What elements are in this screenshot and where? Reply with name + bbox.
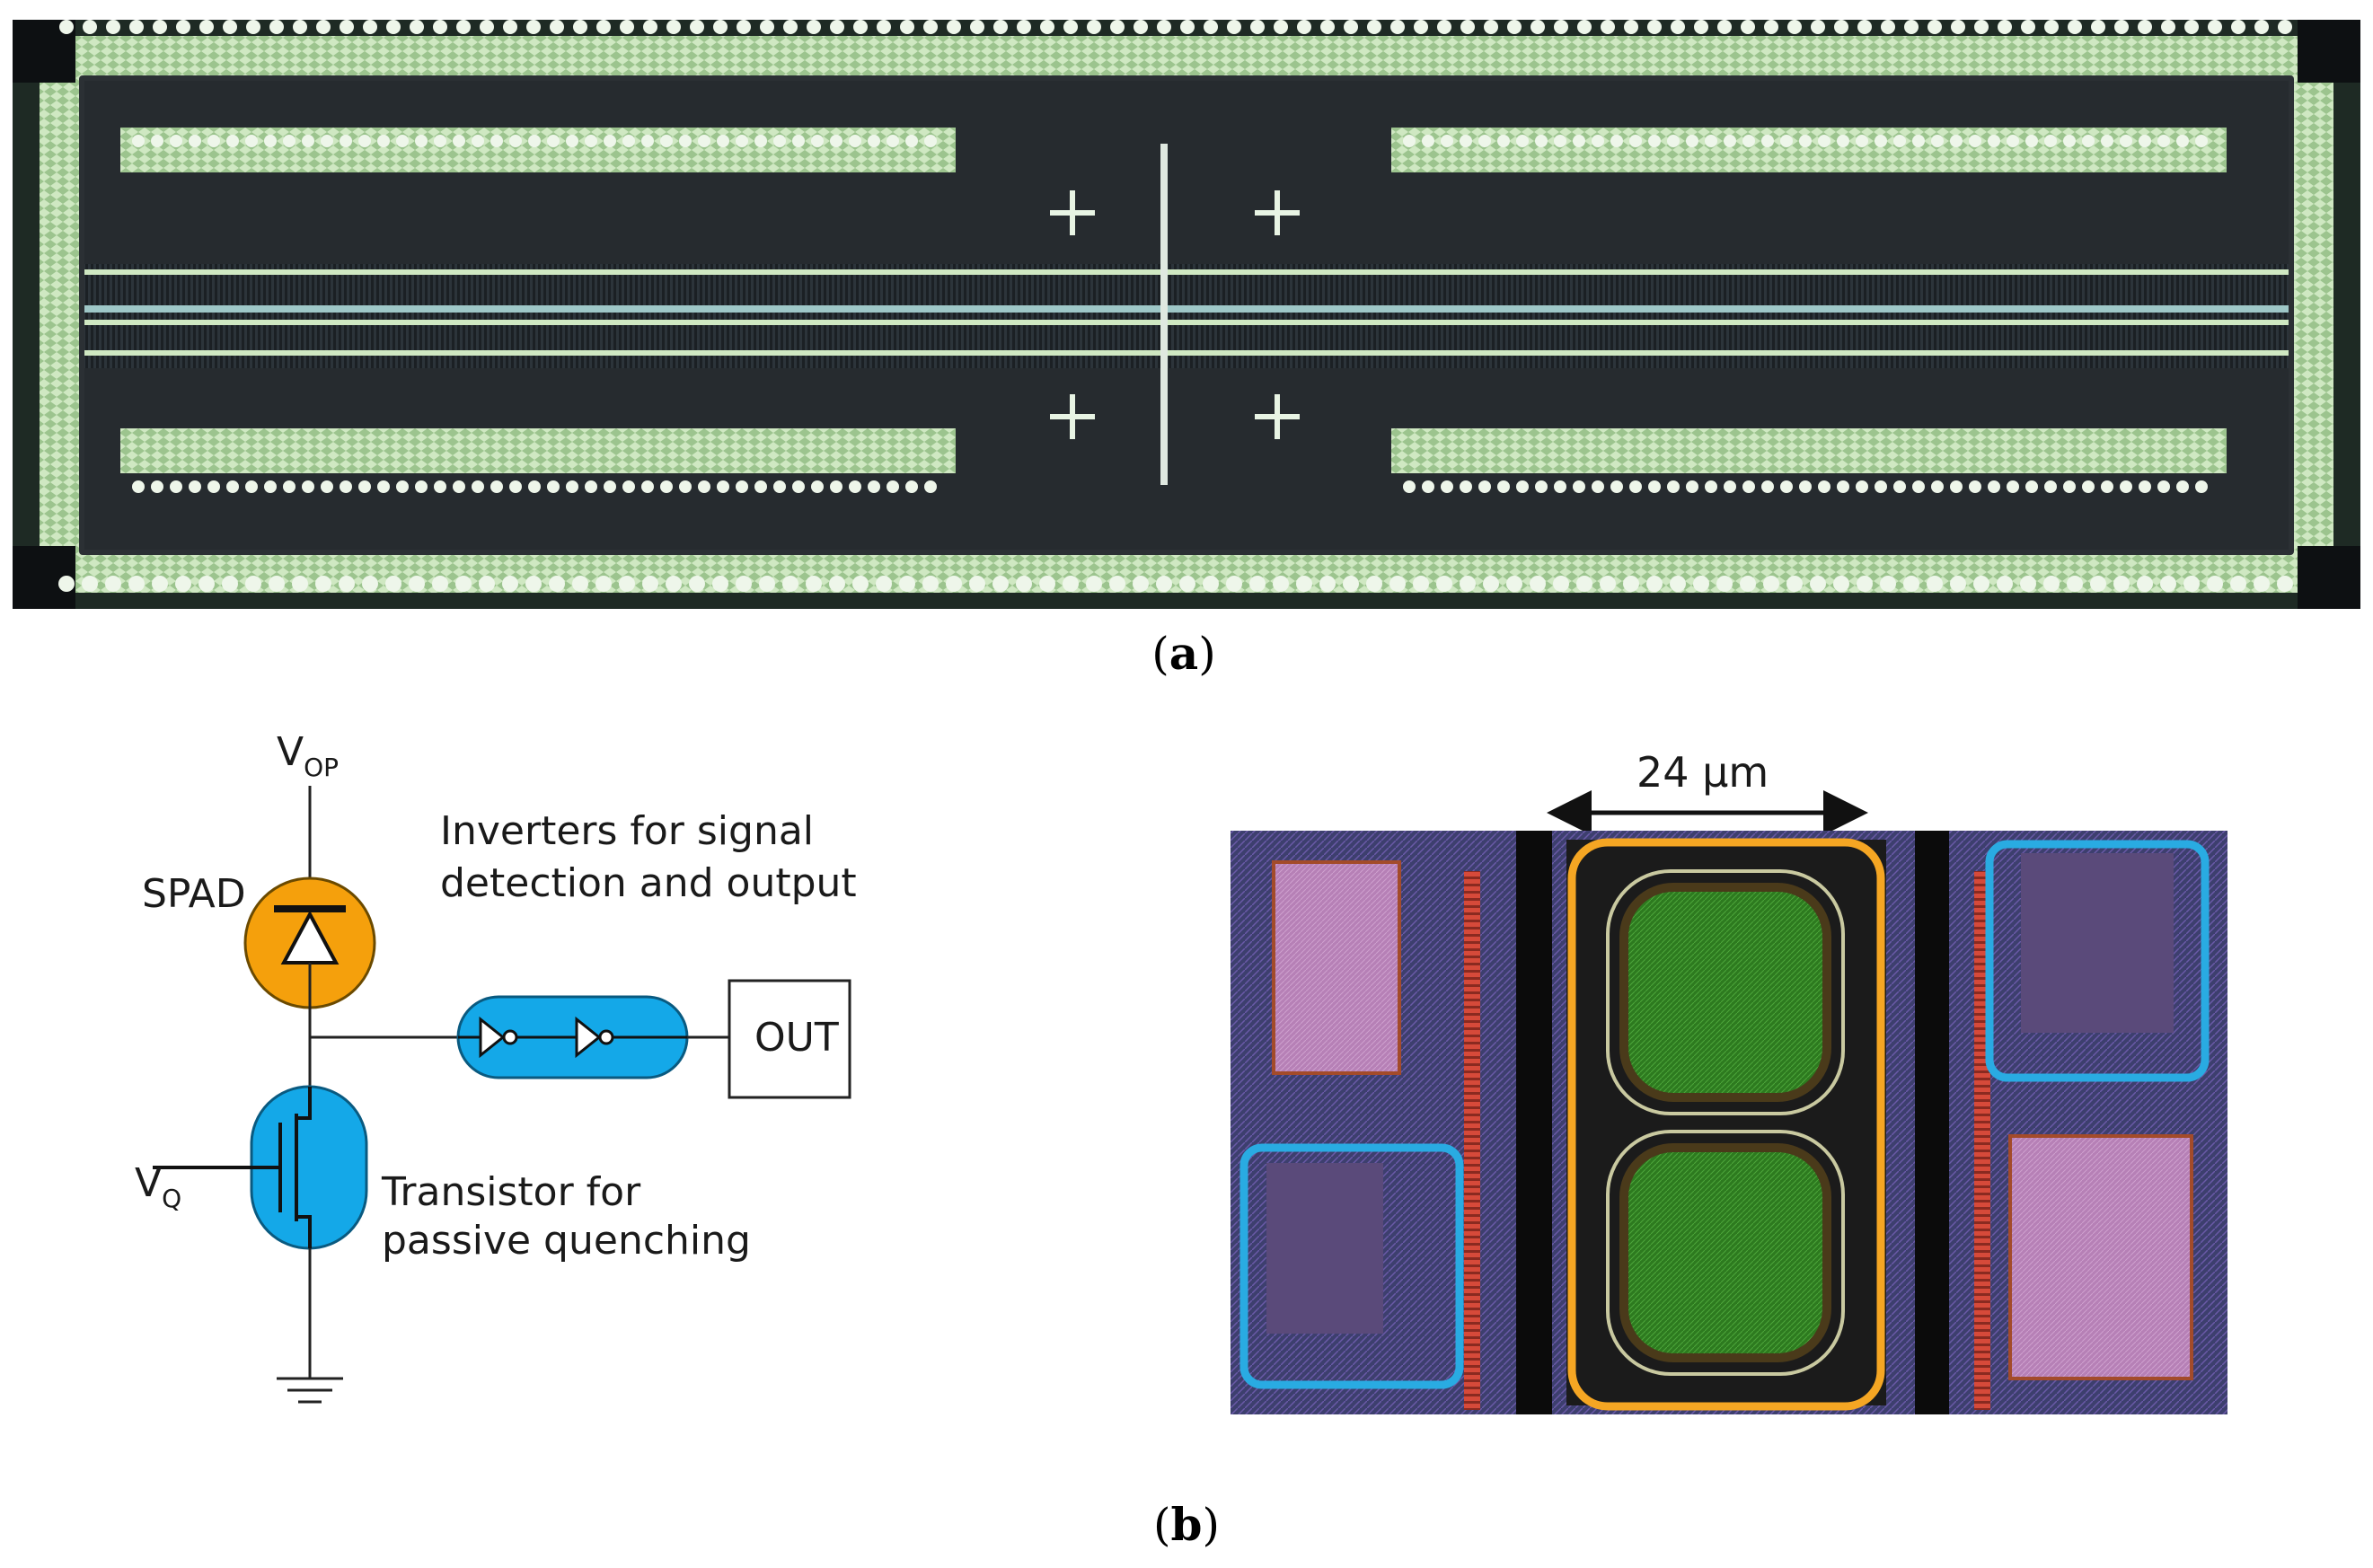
caption-a: (a) bbox=[1151, 627, 1216, 680]
transistor-label-line2: passive quenching bbox=[382, 1218, 751, 1264]
pixel-layout-view: 24 µm bbox=[1231, 748, 2236, 1419]
inverters-label-line1: Inverters for signal bbox=[440, 808, 815, 854]
spad-highlight bbox=[1567, 838, 1885, 1411]
inverters-label-line2: detection and output bbox=[440, 860, 857, 906]
ground-icon bbox=[277, 1377, 343, 1404]
spad-label: SPAD bbox=[142, 871, 246, 917]
vop-label: VOP bbox=[277, 729, 340, 782]
dimension-label: 24 µm bbox=[1636, 748, 1769, 797]
caption-b: (b) bbox=[1153, 1498, 1220, 1551]
spad-circuit-diagram: VOP SPAD Inverters for signal detection … bbox=[126, 727, 970, 1446]
chip-micrograph bbox=[13, 20, 2360, 609]
vq-label: VQ bbox=[135, 1160, 182, 1213]
transistor-label-line1: Transistor for bbox=[382, 1169, 641, 1215]
logic-highlight-bottom-left bbox=[1239, 1143, 1464, 1389]
out-label: OUT bbox=[754, 1015, 839, 1061]
output-box bbox=[728, 979, 851, 1099]
logic-highlight-top-right bbox=[1985, 840, 2210, 1082]
inverter-icon bbox=[458, 1016, 687, 1059]
